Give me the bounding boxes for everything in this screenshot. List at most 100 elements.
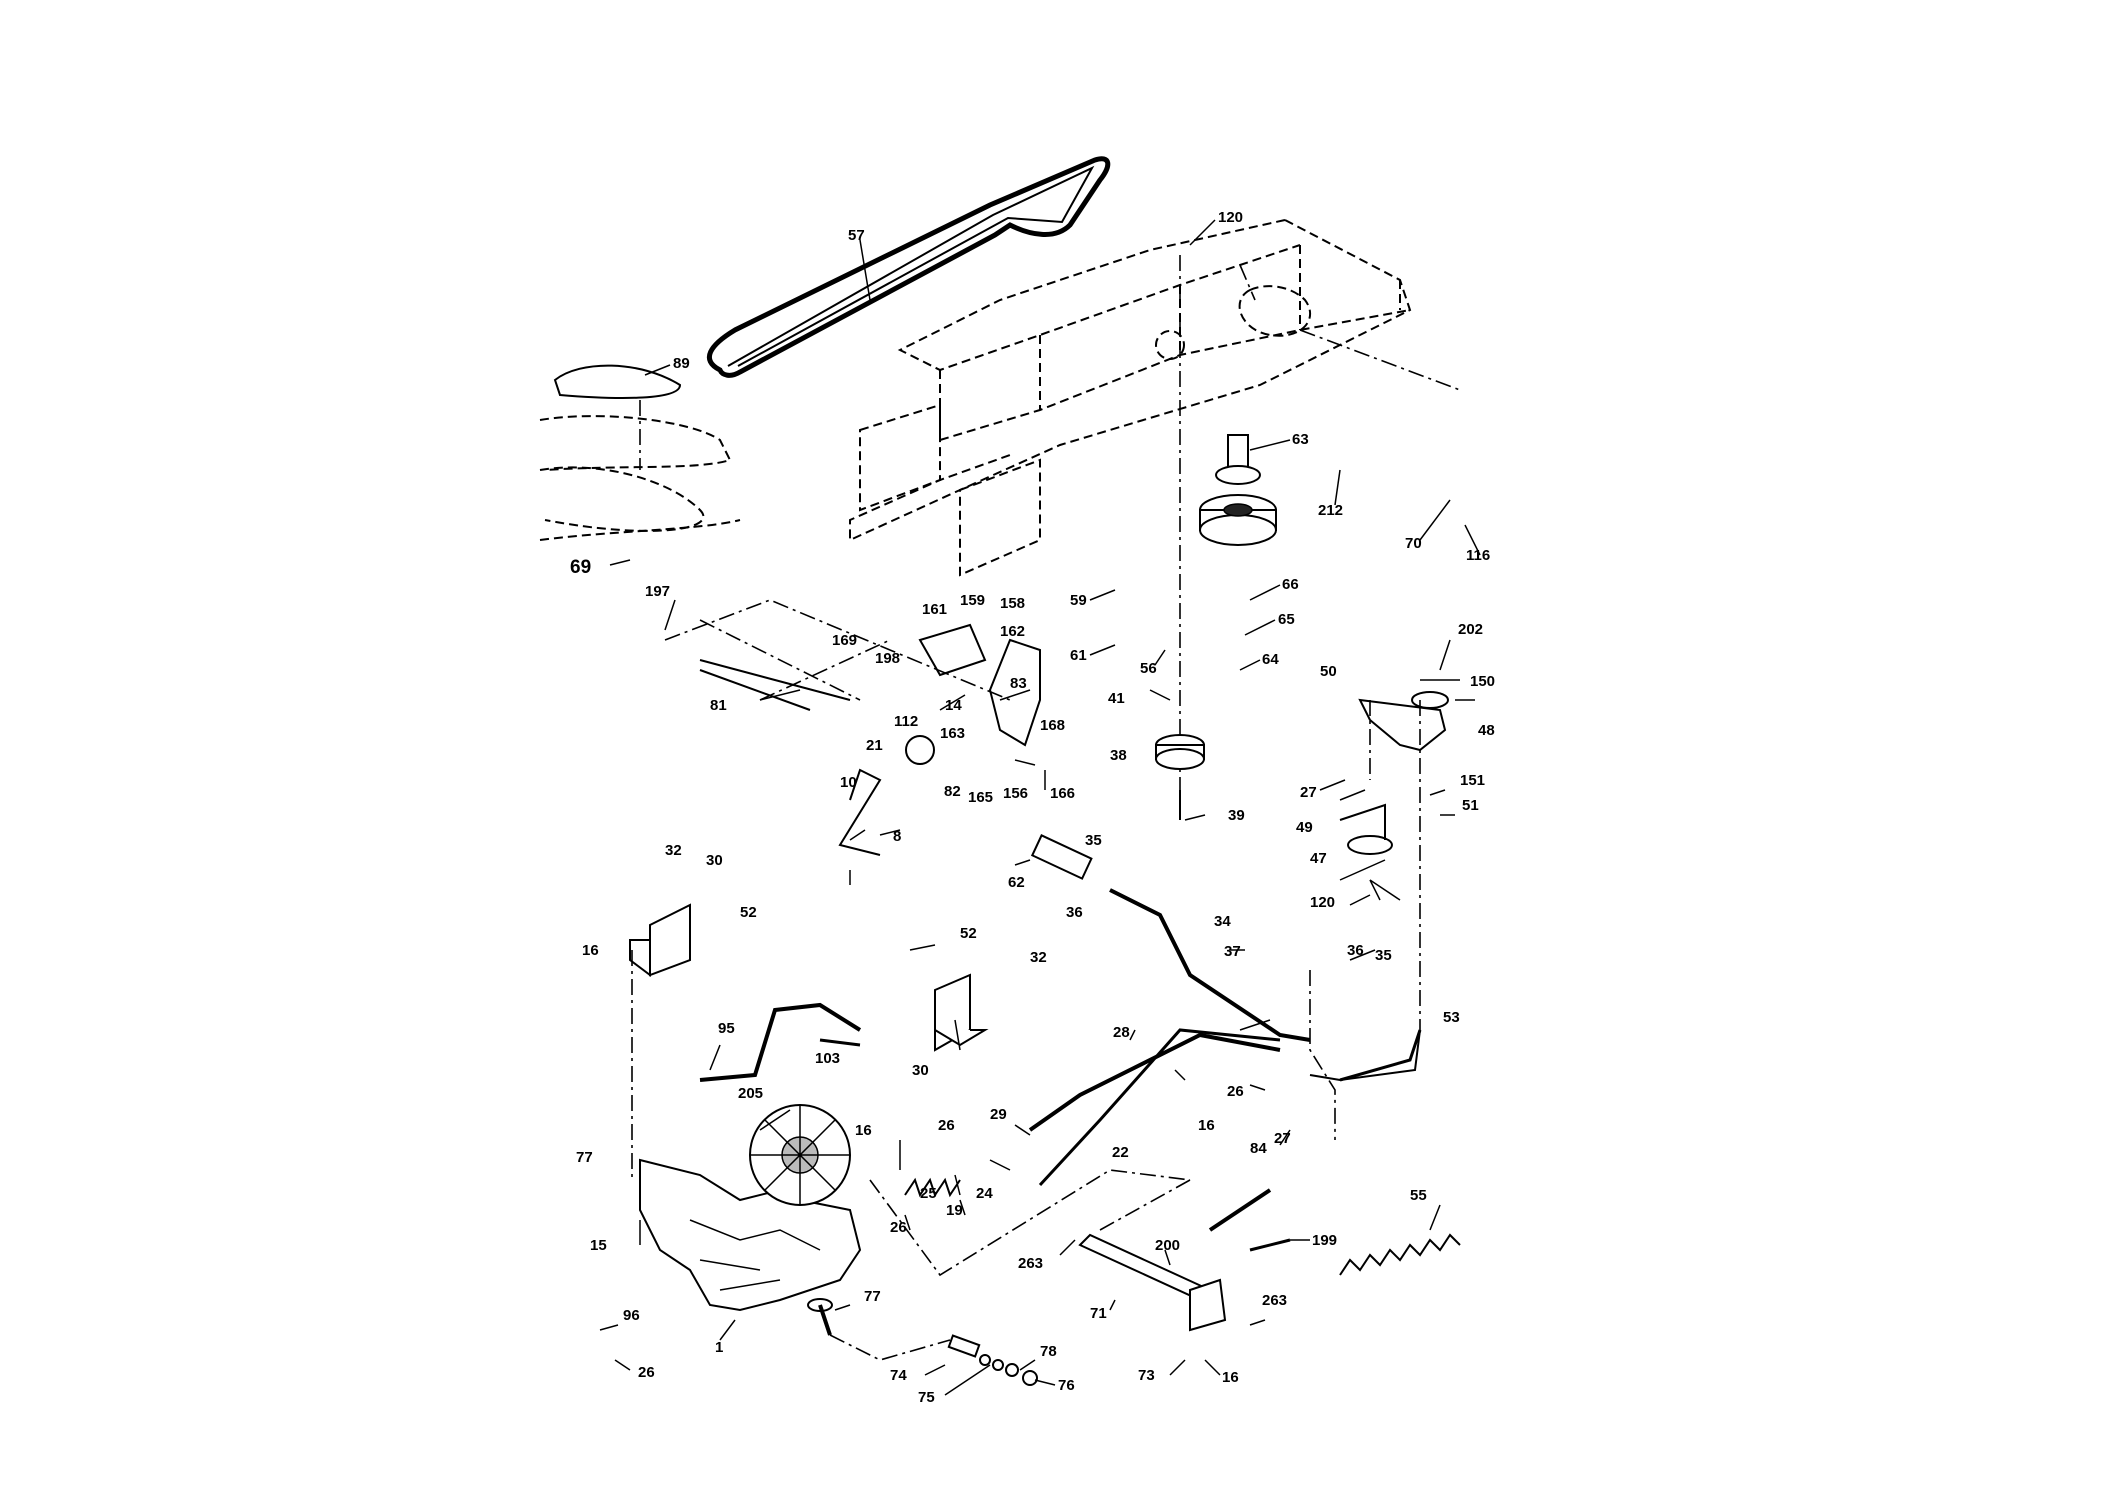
part-labels: 57 120 89 63 212 70 116 69 197 59 66 65 … (570, 209, 1495, 1406)
label-34: 34 (1214, 913, 1231, 930)
label-38: 38 (1110, 747, 1127, 764)
frame-rail (849, 219, 1461, 577)
label-162: 162 (1000, 623, 1025, 640)
label-202: 202 (1458, 621, 1483, 638)
label-83: 83 (1010, 675, 1027, 692)
drive-belt (706, 156, 1111, 378)
label-84: 84 (1250, 1140, 1267, 1157)
label-96: 96 (623, 1307, 640, 1324)
leader-lines (599, 219, 1481, 1396)
label-29: 29 (990, 1106, 1007, 1123)
label-50: 50 (1320, 663, 1337, 680)
label-78: 78 (1040, 1343, 1057, 1360)
label-82: 82 (944, 783, 961, 800)
label-25: 25 (920, 1185, 937, 1202)
label-16: 16 (1222, 1369, 1239, 1386)
label-30: 30 (706, 852, 723, 869)
label-56: 56 (1140, 660, 1157, 677)
label-48: 48 (1478, 722, 1495, 739)
dashed-connectors (699, 619, 1371, 1277)
label-16: 16 (1198, 1117, 1215, 1134)
mount-bracket-lower (934, 973, 989, 1052)
label-39: 39 (1228, 807, 1245, 824)
lower-lever (1078, 1179, 1227, 1332)
mount-bracket-upper (629, 903, 691, 1180)
shift-rod (699, 1002, 862, 1082)
spring-55 (1339, 1233, 1461, 1276)
label-49: 49 (1296, 819, 1313, 836)
label-61: 61 (1070, 647, 1087, 664)
label-30: 30 (912, 1062, 929, 1079)
label-26: 26 (1227, 1083, 1244, 1100)
label-10: 10 (840, 774, 857, 791)
label-26: 26 (638, 1364, 655, 1381)
label-16: 16 (582, 942, 599, 959)
brake-linkage (664, 599, 1041, 856)
idler-bracket (1309, 691, 1449, 1082)
label-52: 52 (740, 904, 757, 921)
label-37: 37 (1224, 943, 1241, 960)
label-66: 66 (1282, 576, 1299, 593)
label-26: 26 (938, 1117, 955, 1134)
label-19: 19 (946, 1202, 963, 1219)
label-75: 75 (918, 1389, 935, 1406)
label-51: 51 (1462, 797, 1479, 814)
label-263: 263 (1018, 1255, 1043, 1272)
label-169: 169 (832, 632, 857, 649)
label-52: 52 (960, 925, 977, 942)
label-166: 166 (1050, 785, 1075, 802)
label-81: 81 (710, 697, 727, 714)
label-95: 95 (718, 1020, 735, 1037)
label-200: 200 (1155, 1237, 1180, 1254)
label-103: 103 (815, 1050, 840, 1067)
label-76: 76 (1058, 1377, 1075, 1394)
label-198: 198 (875, 650, 900, 667)
label-159: 159 (960, 592, 985, 609)
label-53: 53 (1443, 1009, 1460, 1026)
label-199: 199 (1312, 1232, 1337, 1249)
label-16: 16 (855, 1122, 872, 1139)
fender-outline (539, 364, 741, 541)
label-36: 36 (1066, 904, 1083, 921)
label-21: 21 (866, 737, 883, 754)
label-69: 69 (570, 557, 591, 578)
label-77: 77 (864, 1288, 881, 1305)
label-41: 41 (1108, 690, 1125, 707)
transaxle (639, 1104, 862, 1336)
label-57: 57 (848, 227, 865, 244)
label-77: 77 (576, 1149, 593, 1166)
label-55: 55 (1410, 1187, 1427, 1204)
label-212: 212 (1318, 502, 1343, 519)
label-112: 112 (894, 713, 918, 730)
label-8: 8 (893, 828, 901, 845)
label-26: 26 (890, 1219, 907, 1236)
label-116: 116 (1466, 547, 1490, 564)
label-156: 156 (1003, 785, 1028, 802)
label-197: 197 (645, 583, 670, 600)
label-62: 62 (1008, 874, 1025, 891)
label-89: 89 (673, 355, 690, 372)
label-163: 163 (940, 725, 965, 742)
label-165: 165 (968, 789, 993, 806)
label-36: 36 (1347, 942, 1364, 959)
label-47: 47 (1310, 850, 1327, 867)
pin-84 (1208, 1188, 1291, 1252)
label-35: 35 (1085, 832, 1102, 849)
label-32: 32 (665, 842, 682, 859)
label-35: 35 (1375, 947, 1392, 964)
label-70: 70 (1405, 535, 1422, 552)
label-1: 1 (715, 1339, 723, 1356)
label-14: 14 (945, 697, 962, 714)
label-205: 205 (738, 1085, 763, 1102)
label-59: 59 (1070, 592, 1087, 609)
label-15: 15 (590, 1237, 607, 1254)
label-32: 32 (1030, 949, 1047, 966)
label-63: 63 (1292, 431, 1309, 448)
axle-pin-hardware (829, 1334, 1038, 1386)
label-168: 168 (1040, 717, 1065, 734)
label-27: 27 (1300, 784, 1317, 801)
label-158: 158 (1000, 595, 1025, 612)
label-151: 151 (1460, 772, 1485, 789)
label-150: 150 (1470, 673, 1495, 690)
